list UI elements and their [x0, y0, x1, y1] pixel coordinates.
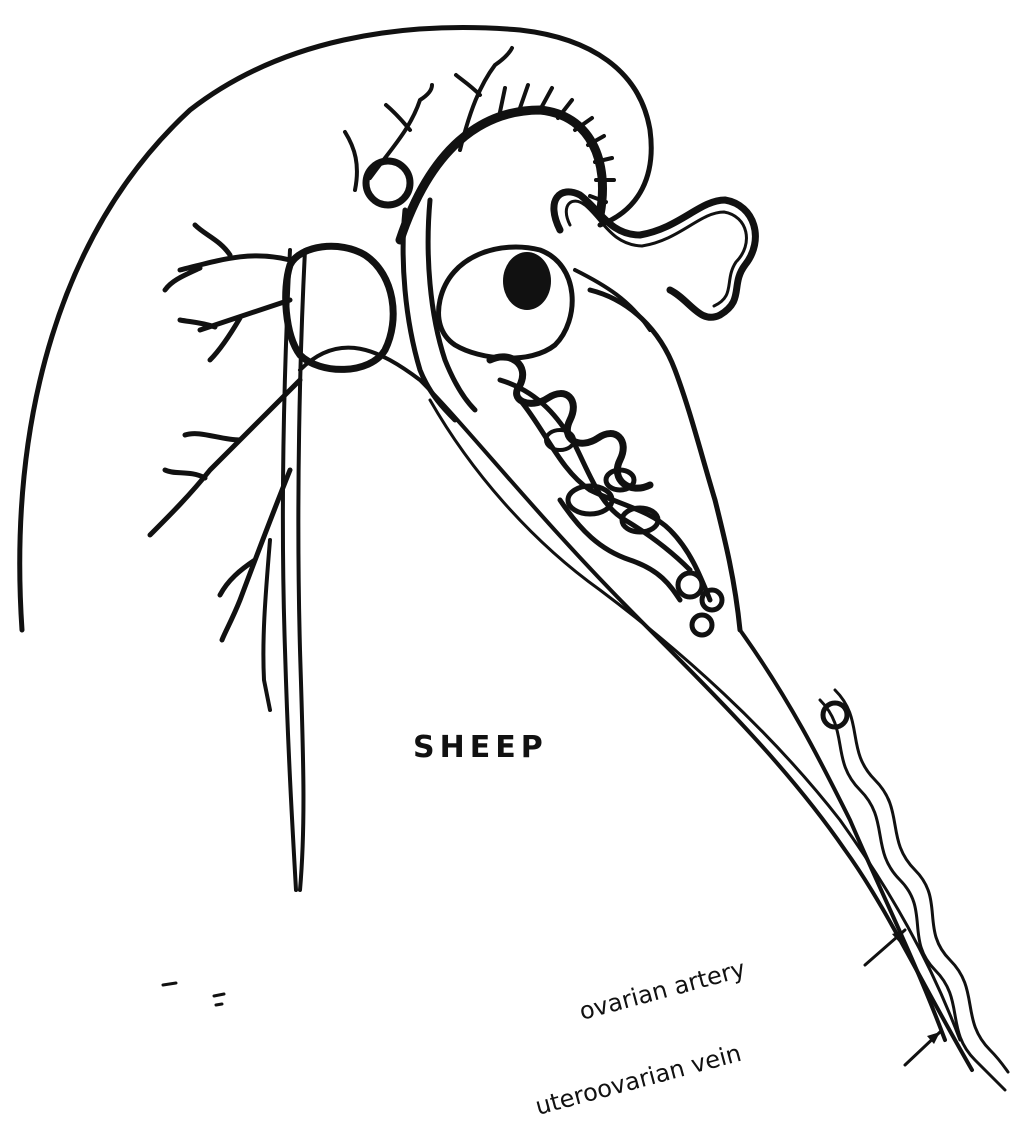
broad-ligament-inner-line	[430, 400, 960, 1040]
stray-mark-1	[163, 983, 176, 985]
branch-vessel-2	[180, 300, 290, 360]
uteroovarian-vein-wavy-2	[835, 690, 1008, 1072]
ovarian-artery-line	[740, 630, 945, 1040]
corpus-luteum	[503, 252, 551, 310]
branch-vessel-1	[165, 225, 290, 290]
ladder-vessel-right	[428, 200, 475, 410]
ovary-outline	[439, 247, 573, 358]
diagram-title: SHEEP	[413, 730, 548, 765]
ovarian-artery-label: ovarian artery	[576, 955, 748, 1026]
branch-vessel-5	[263, 540, 270, 710]
stray-mark-2	[214, 994, 224, 1005]
broad-ligament-line	[300, 348, 972, 1070]
branch-vessel-4	[220, 470, 290, 640]
vertical-vessel-right	[298, 250, 305, 890]
branch-vessel-top	[345, 85, 432, 190]
uteroovarian-vein-label: uteroovarian vein	[532, 1039, 744, 1121]
branch-vessel-3	[150, 380, 300, 535]
small-round-structure	[366, 161, 410, 205]
